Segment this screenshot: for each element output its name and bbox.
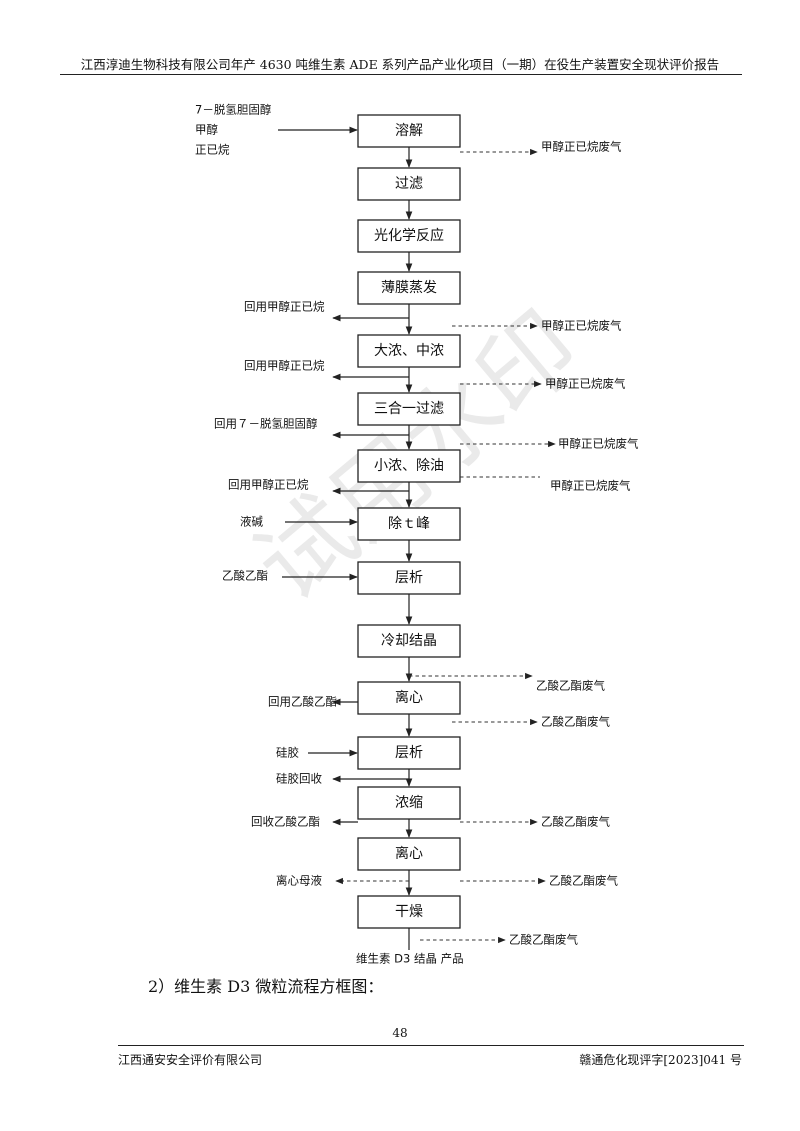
step-box-13: 浓缩 [357,786,461,820]
step-label: 离心 [395,689,423,706]
step-label: 薄膜蒸发 [381,280,437,296]
left-input-2: 乙酸乙酯 [222,569,268,583]
right-output-9: 乙酸乙酯废气 [549,874,618,888]
left-output-8: 离心母液 [276,874,322,888]
step-label: 层析 [395,745,423,761]
right-output-6: 乙酸乙酯废气 [536,679,605,693]
left-output-5: 回用乙酸乙酯 [268,695,337,709]
process-flowchart: 7－脱氢胆固醇 甲醇 正已烷 溶解 过滤 光化学反应 薄膜蒸发 大浓、中浓 三合… [195,103,639,966]
left-output-3: 回用７－脱氢胆固醇 [214,417,318,431]
step-label: 溶解 [395,123,423,139]
input-label-methanol: 甲醇 [195,123,218,137]
page-header: 江西淳迪生物科技有限公司年产 4630 吨维生素 ADE 系列产品产业化项目（一… [80,57,720,72]
left-input-1: 液碱 [240,515,263,529]
step-label: 离心 [395,845,423,862]
page-number: 48 [392,1026,408,1040]
step-label: 干燥 [395,904,423,920]
step-label: 浓缩 [395,795,423,811]
input-label-7dhc: 7－脱氢胆固醇 [195,103,272,117]
step-label: 光化学反应 [374,227,444,244]
step-box-1: 溶解 [357,114,461,148]
step-box-7: 小浓、除油 [357,449,461,483]
left-output-6: 硅胶回收 [276,772,322,786]
left-output-7: 回收乙酸乙酯 [251,815,320,829]
input-label-hexane: 正已烷 [195,143,230,157]
step-box-3: 光化学反应 [357,219,461,253]
step-box-5: 大浓、中浓 [357,334,461,368]
footer-rule [118,1045,744,1046]
step-box-10: 冷却结晶 [357,624,461,658]
step-box-11: 离心 [357,681,461,715]
figure-caption: 2）维生素 D3 微粒流程方框图： [148,977,384,996]
step-box-4: 薄膜蒸发 [357,271,461,305]
step-box-6: 三合一过滤 [357,392,461,426]
step-label: 过滤 [395,176,423,192]
step-box-12: 层析 [357,736,461,770]
step-label: 层析 [395,570,423,586]
right-output-2: 甲醇正已烷废气 [541,319,622,333]
right-output-7: 乙酸乙酯废气 [541,715,610,729]
left-output-4: 回用甲醇正已烷 [228,478,309,492]
final-product-label: 维生素 D3 结晶 产品 [356,952,464,966]
right-output-10: 乙酸乙酯废气 [509,933,578,947]
right-output-8: 乙酸乙酯废气 [541,815,610,829]
step-label: 小浓、除油 [374,458,444,474]
step-box-15: 干燥 [357,895,461,929]
right-output-4: 甲醇正已烷废气 [558,437,639,451]
right-output-3: 甲醇正已烷废气 [545,377,626,391]
step-label: 除ｔ峰 [388,516,430,532]
right-output-1: 甲醇正已烷废气 [541,140,622,154]
step-label: 大浓、中浓 [374,343,444,359]
step-label: 冷却结晶 [381,633,437,649]
left-output-1: 回用甲醇正已烷 [244,300,325,314]
left-input-3: 硅胶 [276,746,299,760]
footer-report-number: 赣通危化现评字[2023]041 号 [579,1053,742,1067]
step-box-2: 过滤 [357,167,461,201]
step-box-9: 层析 [357,561,461,595]
right-output-5: 甲醇正已烷废气 [550,479,631,493]
footer-company: 江西通安安全评价有限公司 [118,1053,263,1067]
left-output-2: 回用甲醇正已烷 [244,359,325,373]
header-rule [60,74,742,75]
step-box-8: 除ｔ峰 [357,507,461,541]
step-label: 三合一过滤 [374,401,444,417]
step-box-14: 离心 [357,837,461,871]
